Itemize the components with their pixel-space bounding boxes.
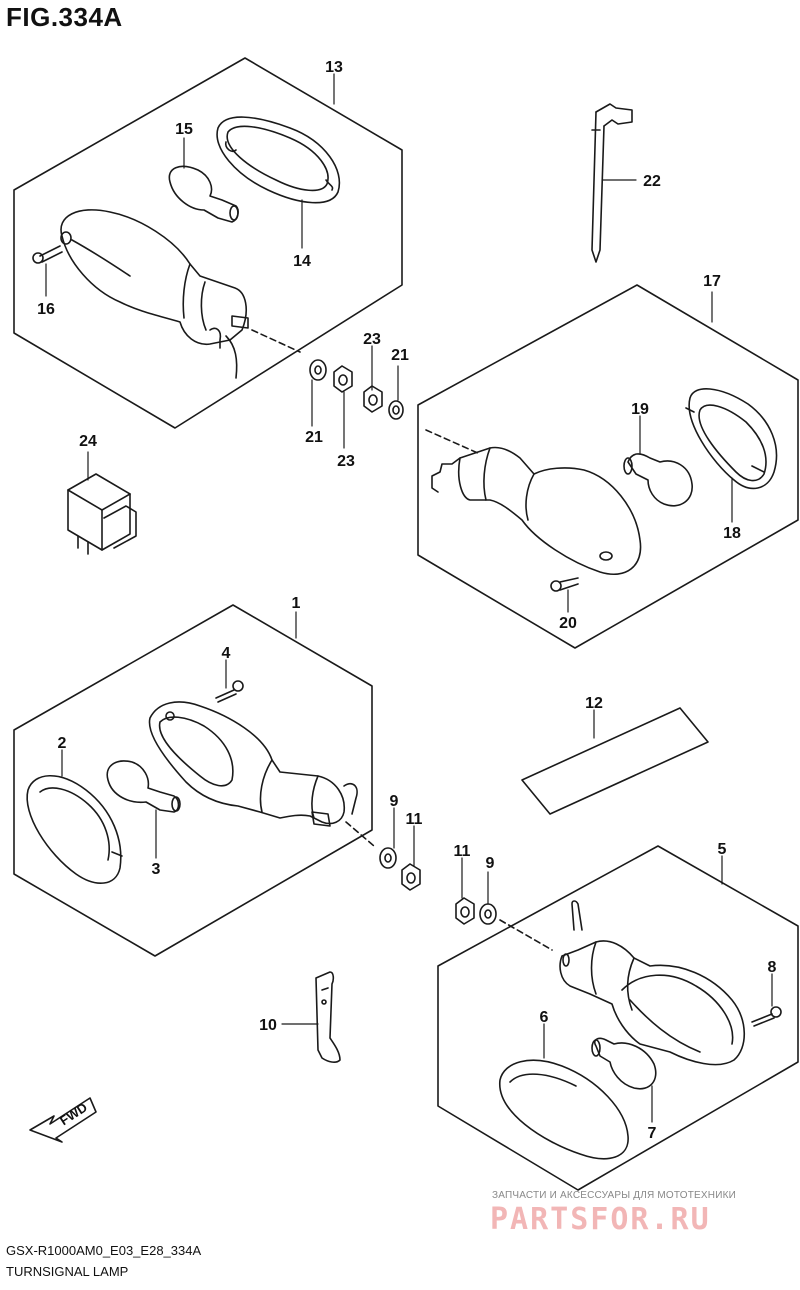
- part-16-screw: [32, 245, 63, 264]
- figure-code: GSX-R1000AM0_E03_E28_334A: [6, 1243, 202, 1258]
- part-1-housing: [148, 701, 358, 827]
- label-2: 2: [58, 735, 67, 752]
- assembly-box-1: [13, 604, 373, 957]
- part-17-housing: [425, 429, 642, 575]
- part-7-bulb: [591, 1037, 657, 1090]
- label-13: 13: [325, 59, 343, 76]
- part-15-bulb: [168, 165, 239, 223]
- part-2-lens: [26, 775, 123, 884]
- label-23-upper: 23: [363, 331, 381, 348]
- fasteners-lower-left: [345, 821, 421, 891]
- label-4: 4: [222, 645, 231, 662]
- label-21-upper: 21: [391, 347, 409, 364]
- label-16: 16: [37, 301, 55, 318]
- part-22-wire: [591, 103, 633, 263]
- part-14-lens: [216, 116, 341, 204]
- label-6: 6: [540, 1009, 549, 1026]
- fasteners-upper: [309, 359, 404, 420]
- label-7: 7: [648, 1125, 657, 1142]
- label-11-left: 11: [406, 811, 423, 828]
- figure-title: FIG.334A: [6, 2, 123, 32]
- label-5: 5: [718, 841, 727, 858]
- part-10-bracket: [315, 971, 341, 1063]
- fasteners-lower-right: [455, 897, 553, 951]
- part-5-housing: [559, 900, 745, 1066]
- assembly-box-17: [417, 284, 799, 649]
- part-labels: 13 15 14 16 23 21 21 23 22 17 19 18 20 2…: [37, 59, 776, 1142]
- label-14: 14: [293, 253, 311, 270]
- part-8-screw: [751, 1006, 782, 1027]
- label-11-right: 11: [454, 843, 471, 860]
- label-9-right: 9: [486, 855, 495, 872]
- label-12: 12: [585, 695, 603, 712]
- watermark-tagline: ЗАПЧАСТИ И АКСЕССУАРЫ ДЛЯ МОТОТЕХНИКИ: [492, 1190, 737, 1201]
- figure-caption: TURNSIGNAL LAMP: [6, 1264, 129, 1279]
- part-24-relay: [67, 473, 137, 555]
- label-24: 24: [79, 433, 97, 450]
- label-9-left: 9: [390, 793, 399, 810]
- label-17: 17: [703, 273, 721, 290]
- label-1: 1: [292, 595, 301, 612]
- label-19: 19: [631, 401, 649, 418]
- part-19-bulb: [623, 453, 693, 507]
- label-15: 15: [175, 121, 193, 138]
- assembly-box-13: [13, 57, 403, 429]
- label-10: 10: [259, 1017, 277, 1034]
- label-3: 3: [152, 861, 161, 878]
- label-20: 20: [559, 615, 577, 632]
- label-23-lower: 23: [337, 453, 355, 470]
- label-8: 8: [768, 959, 777, 976]
- assembly-box-5: [437, 845, 799, 1191]
- label-21-lower: 21: [305, 429, 323, 446]
- leader-lines: [45, 73, 773, 1123]
- part-13-housing: [60, 209, 301, 379]
- part-6-lens: [499, 1059, 629, 1160]
- label-22: 22: [643, 173, 661, 190]
- part-4-screw: [215, 680, 244, 703]
- fwd-direction-arrow: FWD: [29, 1097, 97, 1143]
- part-3-bulb: [106, 760, 181, 813]
- part-12-sheet: [521, 707, 709, 815]
- part-20-screw: [550, 577, 579, 592]
- part-18-lens: [685, 388, 778, 490]
- watermark-brand: PARTSFOR.RU: [490, 1202, 711, 1237]
- label-18: 18: [723, 525, 741, 542]
